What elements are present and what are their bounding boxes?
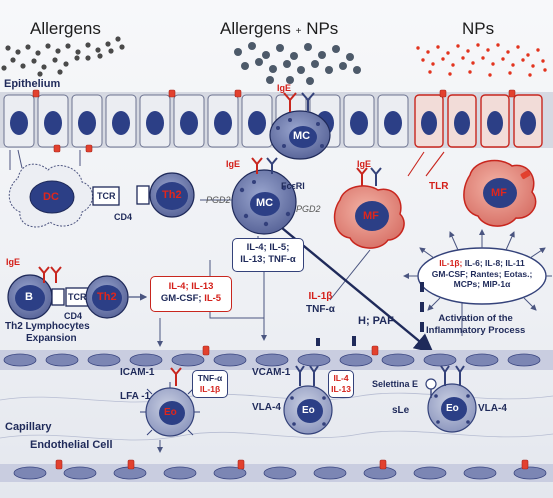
activation-label: Activation of the Inflammatory Process	[426, 313, 525, 337]
activation-line1: Activation of the	[438, 313, 513, 324]
epithelium-label: Epithelium	[4, 78, 61, 90]
h-paf-label: H; PAF	[358, 315, 394, 327]
allergen-np-particles	[234, 42, 361, 85]
mast-cell-top	[269, 92, 331, 160]
endothelial-cell-label: Endothelial Cell	[30, 439, 113, 451]
th2-expansion-line2: Expansion	[26, 333, 77, 344]
macro-cyto-line3: MCPs; MIP-1α	[453, 279, 511, 290]
lfa1-label: LFA -1	[120, 391, 151, 402]
macrophage-right	[463, 159, 537, 227]
eo1-box-line1: TNF-α	[197, 373, 223, 383]
nanoparticles	[416, 43, 547, 77]
cd4-bottom-label: CD4	[64, 311, 83, 321]
eo1-box-line2: IL-1β	[199, 383, 221, 394]
tnfa-label: TNF-α	[306, 304, 335, 315]
signal-lines	[157, 199, 463, 347]
icam1-label: ICAM-1	[120, 367, 155, 378]
eo2-box-line2: IL-13	[331, 383, 351, 394]
mc-top-label: MC	[293, 130, 311, 142]
th2-cytokine-box: IL-4; IL-13 GM-CSF; IL-5	[150, 276, 232, 312]
selettina-label: Selettina E	[372, 379, 419, 389]
tcr-bottom-label: TCR	[68, 292, 87, 302]
vessel-wall-markers	[316, 282, 424, 346]
mast-cell-mid	[231, 157, 297, 235]
il1b-label: IL-1β	[308, 291, 333, 302]
ige-mid-label: IgE	[226, 159, 241, 169]
dc-label: DC	[43, 191, 59, 203]
eo2-box-line1: IL-4	[333, 373, 349, 383]
ige-mf-label: IgE	[357, 159, 372, 169]
eosinophil-1	[140, 367, 200, 453]
vla4-a-label: VLA-4	[252, 402, 281, 413]
macro-cyto-rest: IL-6; IL-8; IL-11	[462, 258, 525, 268]
pgd2-a-label: PGD2	[206, 195, 231, 205]
pgd2-b-label: PGD2	[296, 204, 321, 214]
allergen-particles	[1, 36, 125, 77]
cd4-top-label: CD4	[114, 212, 133, 222]
header-plus: +	[295, 26, 302, 37]
dendritic-cell	[8, 149, 93, 228]
vla4-b-label: VLA-4	[478, 403, 507, 414]
activation-line2: Inflammatory Process	[426, 324, 526, 336]
ige-left-label: IgE	[6, 257, 21, 267]
th2-cell-bottom	[65, 275, 129, 319]
th2-cell-top	[92, 172, 195, 218]
mf-right-label: MF	[491, 187, 507, 199]
eo3-label: Eo	[446, 403, 459, 414]
mc-to-endothelium-arrow	[281, 227, 434, 354]
mf-left-label: MF	[363, 210, 379, 222]
macro-cyto-line2: GM-CSF; Rantes; Eotas.;	[431, 268, 533, 279]
capillary-label: Capillary	[5, 421, 52, 433]
sle-label: sLe	[392, 405, 410, 416]
vcam1-label: VCAM-1	[252, 367, 291, 378]
tlr-lines	[407, 151, 445, 177]
mc-cytokine-line1: IL-4; IL-5;	[246, 242, 290, 253]
header-allergens-nps-a: Allergens	[220, 19, 291, 38]
eo2-label: Eo	[302, 405, 315, 416]
header-allergens-nps-b: NPs	[306, 19, 339, 38]
mc-cytokine-box: IL-4; IL-5; IL-13; TNF-α	[232, 238, 304, 272]
header-allergens: Allergens	[30, 19, 101, 38]
ige-top-label: IgE	[277, 83, 292, 93]
eosinophil-3	[425, 365, 477, 433]
mc-mid-label: MC	[256, 197, 274, 209]
activation-burst	[403, 229, 552, 311]
tcr-top-label: TCR	[97, 191, 116, 201]
th2-bottom-label: Th2	[97, 291, 117, 303]
fceri-label: FcεRI	[281, 181, 305, 191]
mc-cytokine-line2: IL-13; TNF-α	[240, 253, 296, 265]
macrophage-cytokine-text: IL-1β; IL-6; IL-8; IL-11 GM-CSF; Rantes;…	[424, 258, 540, 290]
macrophage-left	[333, 167, 405, 249]
capillary-endothelium	[0, 345, 553, 482]
b-cell-label: B	[25, 291, 33, 303]
eo1-cytokine-box: TNF-α IL-1β	[192, 370, 228, 398]
eosinophil-2	[283, 365, 333, 435]
tlr-label: TLR	[429, 181, 449, 192]
il1b-tnfa-label: IL-1β TNF-α	[306, 290, 335, 316]
b-cell	[7, 266, 65, 320]
header-allergens-nps: Allergens + NPs	[220, 20, 338, 37]
eo2-cytokine-box: IL-4 IL-13	[328, 370, 354, 398]
eo1-label: Eo	[164, 407, 177, 418]
th2-cytokine-line2b: IL-5	[204, 292, 222, 304]
th2-cytokine-line2a: GM-CSF;	[160, 292, 205, 304]
macro-cyto-il1b: IL-1β;	[439, 258, 463, 268]
th2-cytokine-line1: IL-4; IL-13	[168, 281, 214, 292]
th2-expansion-line1: Th2 Lymphocytes	[5, 321, 90, 332]
th2-top-label: Th2	[162, 189, 182, 201]
header-nps: NPs	[462, 19, 495, 38]
